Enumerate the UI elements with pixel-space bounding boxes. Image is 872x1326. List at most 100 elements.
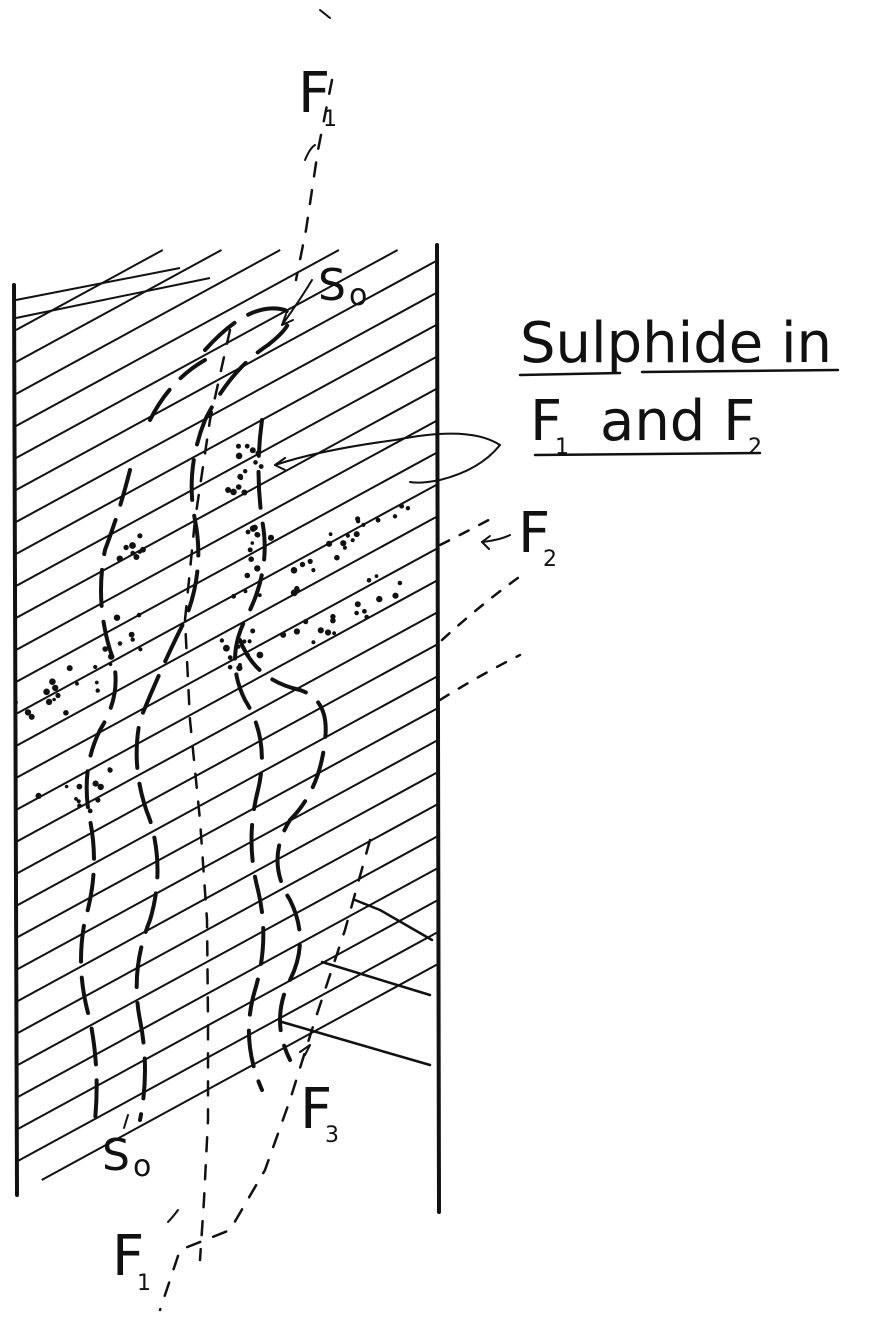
sulphide-dot [250,541,255,545]
sulphide-dot [392,514,398,519]
s0-top-label: S [318,260,346,311]
sulphide-dot [258,464,264,469]
bedding-line [15,483,439,715]
sulphide-dot [230,488,237,496]
bedding-line [15,515,439,747]
sulphide-dot [243,469,248,474]
s0-top-subscript: o [349,278,367,313]
sulphide-dot [49,678,56,685]
sulphide-dot [13,700,18,705]
sulphide-dot [405,506,411,511]
sulphide-dot [75,681,79,686]
sulphide-dot [128,631,135,638]
sulphide-dot [253,460,258,465]
sulphide-dot [35,792,42,800]
sulphide-dot [375,517,381,523]
sulphide-dot [227,655,233,660]
sulphide-dot [248,556,254,562]
f1-bottom-subscript: 1 [137,1271,151,1296]
bedding-line [15,249,340,427]
sulphide-dot [64,784,69,789]
sulphide-dots [13,443,411,814]
sulphide-dot [330,613,336,620]
sulphide-dot [374,574,379,578]
sulphide-dot [392,592,399,599]
pointer-arrows [123,9,511,1223]
sulphide-dot [257,593,262,598]
bedding-line [15,899,439,1131]
sulphide-dot [345,533,350,538]
sulphide-dot [237,663,242,667]
sulphide-dot [236,443,241,449]
bedding-line [15,249,281,395]
sulphide-dot [254,565,261,572]
bedding-line [15,419,439,651]
sulphide-dot [77,803,82,809]
sulphide-dot [95,688,100,693]
sulphide-dot [324,629,332,636]
sulphide-dot [354,610,359,616]
sulphide-dot [303,619,309,625]
sulphide-dot [130,550,136,556]
bedding-line [15,267,181,301]
sulphide-dot [223,644,230,652]
sulphide-dot [376,595,383,603]
sulphide-dot [74,797,78,801]
sulphide-dot [137,549,142,554]
sulphide-dot [28,713,35,720]
sulphide-dot [255,532,261,538]
sulphide-dot [255,450,260,456]
sulphide-dot [397,580,403,586]
sulphide-dot [242,639,247,644]
f1-axial-trace [158,78,372,1312]
sulphide-dot [43,688,50,696]
sulphide-dot [231,593,237,599]
f1-top-subscript: 1 [323,107,337,132]
sulphide-dot [137,533,143,539]
sulphide-dot [311,640,316,645]
sulphide-dot [250,628,256,634]
sulphide-dot [245,652,250,658]
sulphide-dot [299,561,306,568]
f1-bottom-label: F [112,1224,144,1289]
f2-label: F [518,501,550,566]
sulphide-dot [108,662,113,667]
bedding-line [15,355,439,587]
sulphide-dot [350,538,355,543]
sulphide-dot [108,653,115,660]
right-boundary-line [435,243,441,1214]
sulphide-dot [129,542,136,549]
title-underline-1a [518,371,622,377]
sulphide-dot [93,664,98,670]
sulphide-dot [95,797,101,803]
sulphide-dot [63,710,69,716]
sulphide-dot [237,473,244,480]
sulphide-dot [227,664,233,670]
sulphide-dot [399,503,405,509]
title-line-1: Sulphide in [520,311,832,376]
bedding-line [15,931,439,1163]
f2-subscript: 2 [543,547,557,572]
sulphide-dot [219,638,225,643]
bedding-line [15,675,439,907]
f2-axial-traces [438,513,524,702]
sulphide-dot [87,808,93,814]
sulphide-dot [295,588,300,593]
sulphide-dot [102,646,108,652]
left-boundary-line [12,283,19,1197]
sulphide-dot [249,447,256,454]
sulphide-dot [113,614,121,621]
bedding-line [15,387,439,619]
sulphide-dot [361,522,366,528]
f3-subscript: 3 [325,1123,339,1148]
bedding-line [15,249,222,363]
sulphide-dot [251,524,258,531]
sulphide-dot [55,692,61,699]
sulphide-dot [355,519,361,524]
s0-bottom-label: S [102,1130,130,1181]
sulphide-dot [133,554,140,560]
sulphide-dot [45,698,53,706]
sulphide-dot [245,529,251,535]
sulphide-dot [342,545,347,550]
